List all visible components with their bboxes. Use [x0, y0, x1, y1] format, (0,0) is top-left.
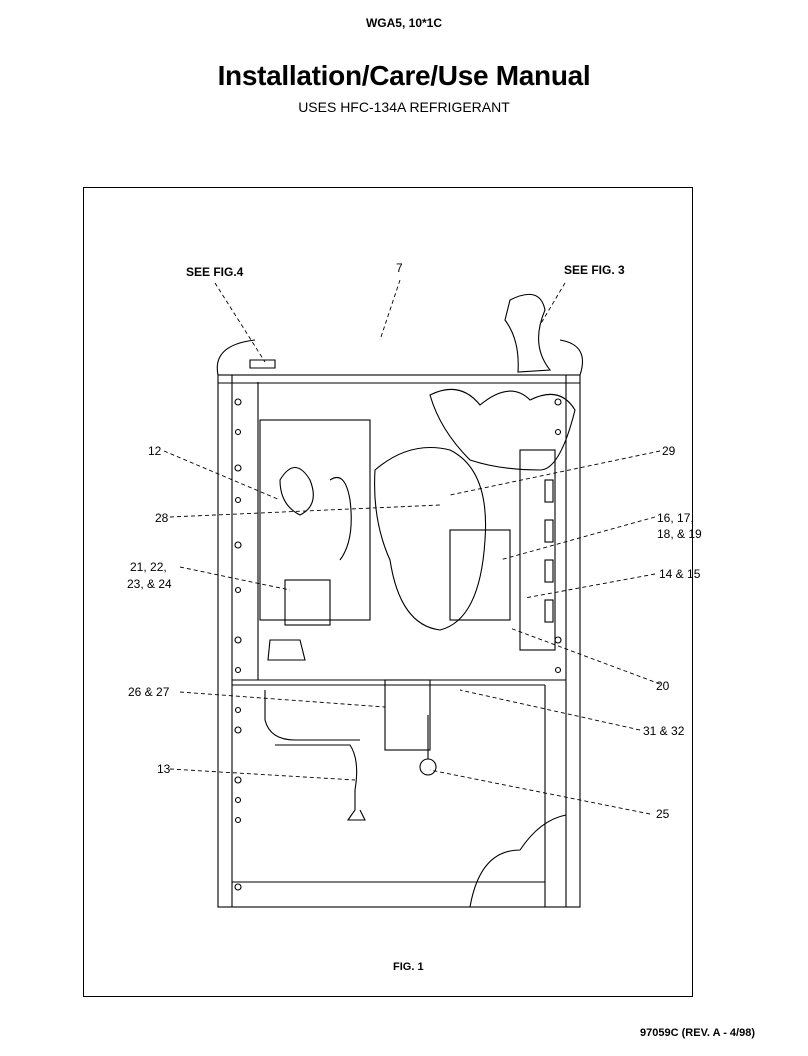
page-title: Installation/Care/Use Manual [217, 60, 591, 91]
callout-16-line1: 16, 17, [657, 511, 694, 525]
callout-25: 25 [656, 807, 670, 821]
callout-21-line1: 21, 22, [130, 560, 167, 574]
figure-frame [83, 187, 693, 997]
figure-caption: FIG. 1 [393, 961, 424, 973]
callout-7: 7 [396, 261, 403, 275]
callout-16-line2: 18, & 19 [657, 527, 702, 541]
callout-31: 31 & 32 [643, 724, 685, 738]
callout-see-fig3: SEE FIG. 3 [564, 263, 625, 277]
callout-see-fig4: SEE FIG.4 [186, 265, 244, 279]
callout-21-line2: 23, & 24 [127, 577, 172, 591]
model-number: WGA5, 10*1C [365, 16, 443, 30]
callout-28: 28 [155, 511, 169, 525]
document-number: 97059C (REV. A - 4/98) [640, 1027, 755, 1039]
cabinet-outline [217, 374, 581, 908]
callout-26: 26 & 27 [128, 685, 170, 699]
callout-13: 13 [157, 762, 171, 776]
page-subtitle: USES HFC-134A REFRIGERANT [298, 99, 510, 115]
callout-20: 20 [656, 679, 670, 693]
callout-29: 29 [662, 444, 676, 458]
callout-12: 12 [148, 444, 162, 458]
callout-14: 14 & 15 [659, 567, 701, 581]
